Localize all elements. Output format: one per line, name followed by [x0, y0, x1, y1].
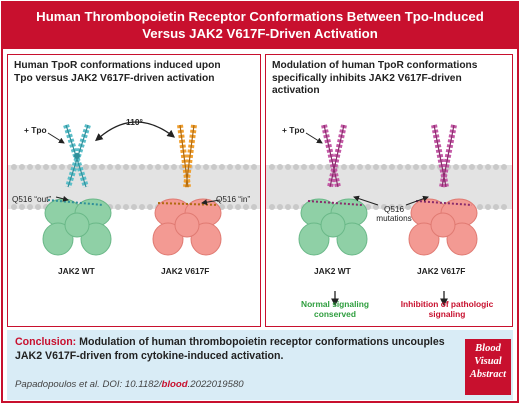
left-panel-heading: Human TpoR conformations induced upon Tp…	[14, 60, 254, 85]
tpor-mutant-receptor-wt	[321, 124, 347, 188]
q516-mutations-line-2: mutations	[376, 214, 412, 223]
right-jak2-v617f-label: JAK2 V617F	[417, 266, 466, 276]
outcome-v617f-line-2: signaling	[428, 309, 466, 319]
outcome-wt-line-1: Normal signaling	[301, 299, 369, 309]
citation-suffix: .2022019580	[187, 379, 244, 390]
tpor-v617f-receptor	[177, 124, 197, 188]
conclusion-lead: Conclusion:	[15, 336, 77, 348]
q516-out-arrow	[55, 195, 69, 202]
tpor-mutant-receptor-v617f	[431, 124, 457, 188]
q516-mut-arrow-left	[353, 195, 379, 206]
right-diagram	[266, 124, 512, 307]
citation-prefix: Papadopoulos et al. DOI: 10.1182/	[15, 379, 162, 390]
left-tpo-label: + Tpo	[24, 125, 47, 135]
left-jak2-v617f-label: JAK2 V617F	[161, 266, 210, 276]
rotation-arc	[95, 121, 176, 142]
outcome-pathologic-inhibition: Inhibition of pathologic signaling	[392, 299, 502, 319]
left-jak2-wt-label: JAK2 WT	[58, 266, 95, 276]
mutant-v617f-jm-helix	[415, 200, 473, 206]
left-heading-line-1: Human TpoR conformations induced upon	[14, 60, 221, 71]
right-jak2-wt-label: JAK2 WT	[314, 266, 351, 276]
right-panel: Modulation of human TpoR conformations s…	[265, 54, 513, 327]
tpor-wt-receptor	[63, 124, 91, 188]
angle-label: 110°	[126, 117, 143, 127]
q516-in-label: Q516 “in”	[216, 195, 251, 204]
title-line-1: Human Thrombopoietin Receptor Conformati…	[36, 9, 484, 24]
citation[interactable]: Papadopoulos et al. DOI: 10.1182/blood.2…	[15, 379, 244, 390]
blood-visual-abstract-badge: Blood Visual Abstract	[465, 339, 511, 395]
badge-line-1: Blood	[475, 343, 501, 354]
badge-line-2: Visual	[474, 356, 502, 367]
right-tpo-arrow	[305, 132, 323, 144]
right-heading-line-1: Modulation of human TpoR conformations	[272, 60, 478, 71]
jak2-wt-protein-right	[298, 198, 368, 256]
outcome-normal-signaling: Normal signaling conserved	[290, 299, 380, 319]
badge-line-3: Abstract	[469, 369, 507, 380]
q516-mutations-line-1: Q516	[383, 205, 405, 214]
left-heading-line-2: Tpo versus JAK2 V617F-driven activation	[14, 72, 215, 84]
title-bar: Human Thrombopoietin Receptor Conformati…	[3, 3, 517, 49]
wt-jm-helix	[47, 199, 104, 206]
membrane-bilayer-right	[266, 164, 512, 210]
mutant-wt-jm-helix	[307, 200, 363, 206]
left-diagram	[8, 121, 260, 256]
jak2-v617f-protein-right	[408, 198, 478, 256]
left-panel: Human TpoR conformations induced upon Tp…	[7, 54, 261, 327]
conclusion-text: Conclusion: Modulation of human thrombop…	[15, 336, 445, 363]
jak2-wt-protein	[42, 198, 112, 256]
q516-out-label: Q516 “out”	[12, 195, 52, 204]
tpo-arrow	[47, 132, 65, 144]
conclusion-box: Conclusion: Modulation of human thrombop…	[7, 330, 513, 400]
title-line-2: Versus JAK2 V617F-Driven Activation	[142, 26, 378, 41]
right-panel-heading: Modulation of human TpoR conformations s…	[272, 60, 512, 98]
conclusion-body: Modulation of human thrombopoietin recep…	[15, 336, 445, 362]
q516-mut-arrow-right	[405, 195, 429, 206]
outcome-v617f-line-1: Inhibition of pathologic	[400, 299, 494, 309]
right-heading-line-2: specifically inhibits JAK2 V617F-driven …	[272, 72, 462, 97]
outcome-wt-line-2: conserved	[314, 309, 356, 319]
jak2-v617f-protein	[152, 198, 222, 256]
right-tpo-label: + Tpo	[282, 125, 305, 135]
q516-in-arrow	[201, 199, 221, 206]
q516-mutations-label: Q516 mutations	[374, 205, 414, 223]
citation-journal: blood	[161, 379, 188, 390]
